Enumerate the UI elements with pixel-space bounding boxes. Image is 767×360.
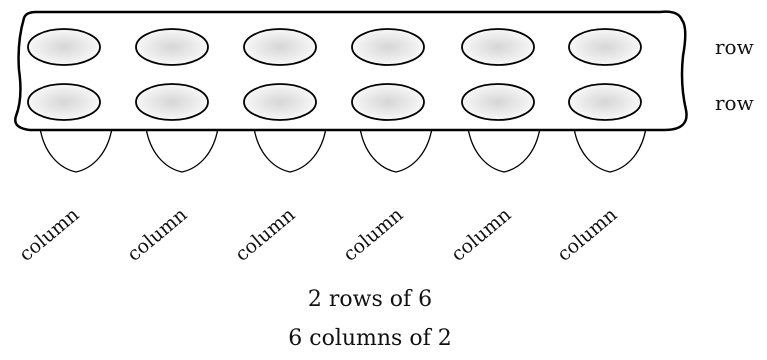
column-label-1: column	[15, 204, 83, 266]
caption-columns: 6 columns of 2	[288, 326, 451, 351]
bottom-cup	[39, 127, 113, 173]
column-label-2: column	[123, 204, 191, 266]
egg-cup	[351, 83, 425, 121]
row-label-1: row	[715, 35, 754, 59]
column-label-5: column	[447, 204, 515, 266]
egg-cup	[351, 28, 425, 66]
egg-cup	[243, 28, 317, 66]
egg-cup	[461, 28, 535, 66]
row-label-2: row	[715, 91, 754, 115]
column-label-6: column	[553, 204, 621, 266]
cup-row-2	[27, 83, 642, 121]
column-label-4: column	[339, 204, 407, 266]
egg-cup	[568, 28, 642, 66]
egg-cup	[461, 83, 535, 121]
cup-row-1	[27, 28, 642, 66]
egg-cup	[135, 83, 209, 121]
egg-cup	[135, 28, 209, 66]
column-label-3: column	[231, 204, 299, 266]
caption-rows: 2 rows of 6	[308, 287, 432, 312]
egg-cup	[243, 83, 317, 121]
egg-cup	[27, 83, 101, 121]
egg-cup	[27, 28, 101, 66]
bottom-cup	[253, 127, 327, 173]
bottom-cup	[467, 127, 541, 173]
carton-bottom-cups	[39, 127, 647, 173]
egg-cup	[568, 83, 642, 121]
bottom-cup	[359, 127, 433, 173]
bottom-cup	[573, 127, 647, 173]
bottom-cup	[145, 127, 219, 173]
